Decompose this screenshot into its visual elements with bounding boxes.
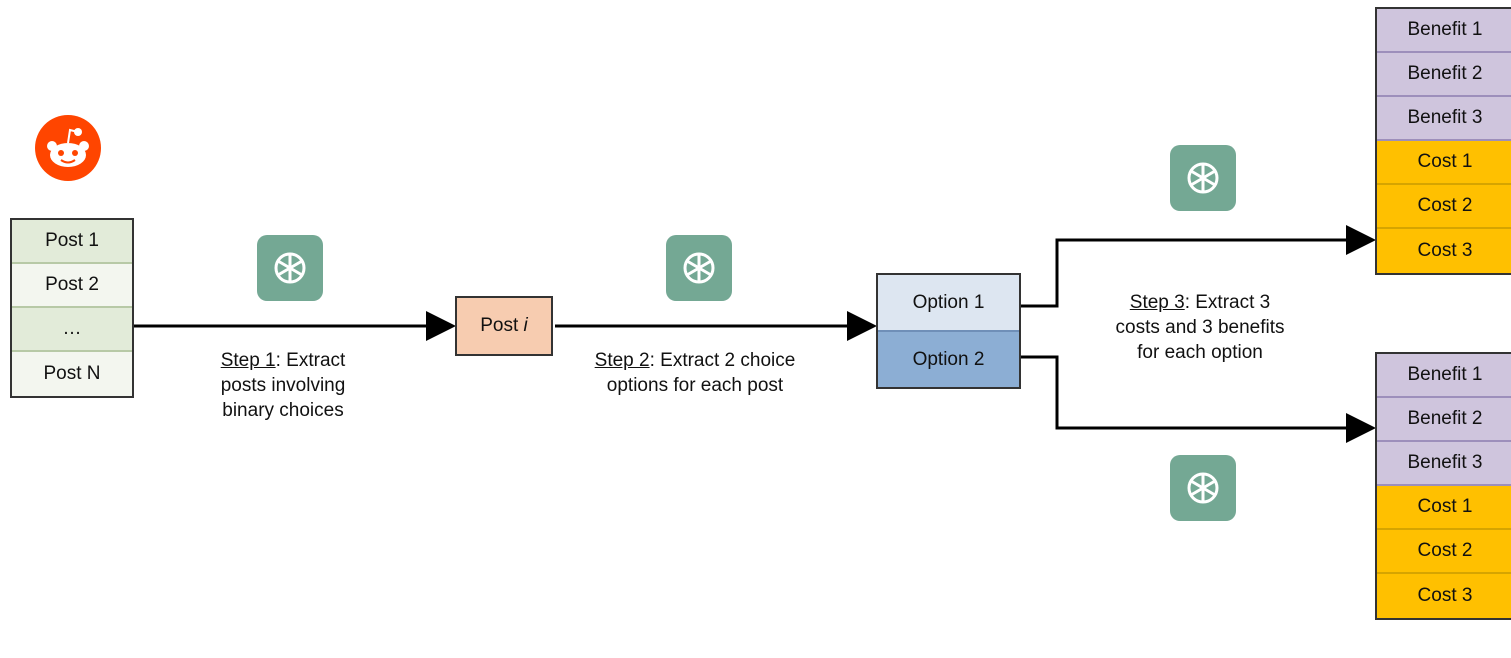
cost-1: Cost 1 bbox=[1377, 486, 1511, 530]
step3-line1: : Extract 3 bbox=[1184, 292, 1271, 313]
benefit-3: Benefit 3 bbox=[1377, 97, 1511, 141]
post-1: Post 1 bbox=[12, 220, 132, 264]
post-ellipsis: … bbox=[12, 308, 132, 352]
step3-label: Step 3: Extract 3 costs and 3 benefits f… bbox=[1085, 290, 1315, 365]
benefit-2: Benefit 2 bbox=[1377, 53, 1511, 97]
post-i-box: Post i bbox=[455, 296, 553, 356]
benefit-1: Benefit 1 bbox=[1377, 9, 1511, 53]
cost-2: Cost 2 bbox=[1377, 185, 1511, 229]
cost-3: Cost 3 bbox=[1377, 574, 1511, 618]
step2-label: Step 2: Extract 2 choice options for eac… bbox=[560, 348, 830, 398]
step3-line3: for each option bbox=[1137, 342, 1263, 363]
post-2: Post 2 bbox=[12, 264, 132, 308]
cost-3: Cost 3 bbox=[1377, 229, 1511, 273]
posts-list: Post 1 Post 2 … Post N bbox=[10, 218, 134, 398]
step1-line2: posts involving bbox=[220, 375, 346, 396]
option-1: Option 1 bbox=[878, 275, 1019, 332]
option1-cost-benefit-stack: Benefit 1 Benefit 2 Benefit 3 Cost 1 Cos… bbox=[1375, 7, 1511, 275]
step2-title: Step 2 bbox=[594, 350, 650, 371]
openai-icon bbox=[257, 235, 323, 301]
post-i-text: Post bbox=[480, 315, 519, 336]
benefit-2: Benefit 2 bbox=[1377, 398, 1511, 442]
cost-1: Cost 1 bbox=[1377, 141, 1511, 185]
arrow-option1-to-top-stack bbox=[1021, 225, 1376, 308]
step2-line2: options for each post bbox=[606, 375, 784, 396]
step1-line3: binary choices bbox=[222, 400, 344, 421]
arrow-option2-to-bottom-stack bbox=[1021, 355, 1376, 443]
post-n: Post N bbox=[12, 352, 132, 396]
cost-2: Cost 2 bbox=[1377, 530, 1511, 574]
openai-icon bbox=[1170, 455, 1236, 521]
step1-line1: : Extract bbox=[275, 350, 346, 371]
options-box: Option 1 Option 2 bbox=[876, 273, 1021, 389]
openai-icon bbox=[666, 235, 732, 301]
reddit-icon bbox=[35, 115, 101, 181]
step3-line2: costs and 3 benefits bbox=[1115, 317, 1285, 338]
step3-title: Step 3 bbox=[1129, 292, 1185, 313]
step2-line1: : Extract 2 choice bbox=[649, 350, 796, 371]
step1-label: Step 1: Extract posts involving binary c… bbox=[183, 348, 383, 423]
option2-cost-benefit-stack: Benefit 1 Benefit 2 Benefit 3 Cost 1 Cos… bbox=[1375, 352, 1511, 620]
benefit-1: Benefit 1 bbox=[1377, 354, 1511, 398]
openai-icon bbox=[1170, 145, 1236, 211]
benefit-3: Benefit 3 bbox=[1377, 442, 1511, 486]
post-i-index: i bbox=[523, 315, 528, 336]
option-2: Option 2 bbox=[878, 332, 1019, 387]
step1-title: Step 1 bbox=[220, 350, 276, 371]
